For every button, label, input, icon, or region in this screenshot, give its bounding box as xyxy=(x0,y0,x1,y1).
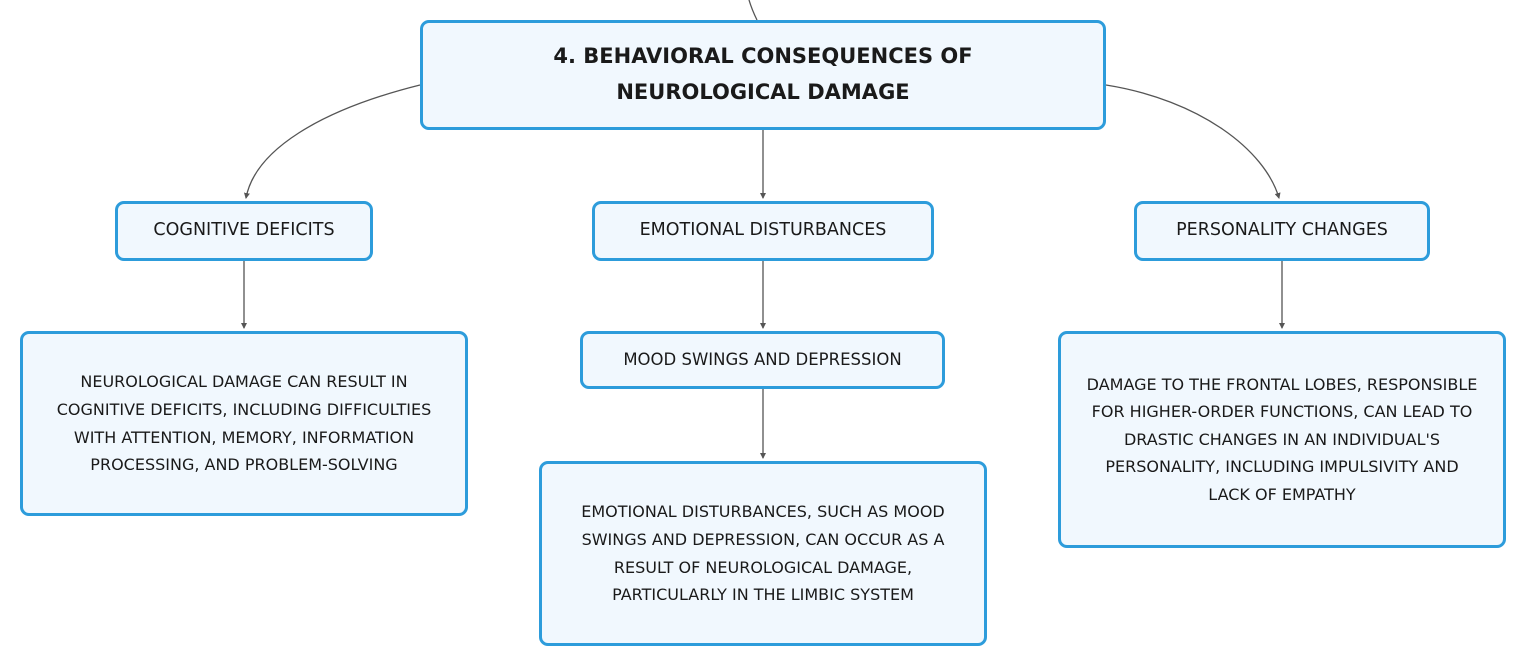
topic-node-emotional-disturbances[interactable]: EMOTIONAL DISTURBANCES xyxy=(592,201,934,261)
subtopic-node-mood-swings[interactable]: MOOD SWINGS AND DEPRESSION xyxy=(580,331,945,389)
topic-node-cognitive-deficits[interactable]: COGNITIVE DEFICITS xyxy=(115,201,373,261)
detail-text: EMOTIONAL DISTURBANCES, SUCH AS MOOD SWI… xyxy=(581,502,945,605)
detail-node-emotional-disturbances[interactable]: EMOTIONAL DISTURBANCES, SUCH AS MOOD SWI… xyxy=(539,461,987,646)
detail-node-cognitive-deficits[interactable]: NEUROLOGICAL DAMAGE CAN RESULT IN COGNIT… xyxy=(20,331,468,516)
connector-incoming xyxy=(748,0,758,21)
root-topic-node[interactable]: 4. BEHAVIORAL CONSEQUENCES OF NEUROLOGIC… xyxy=(420,20,1106,130)
topic-label: EMOTIONAL DISTURBANCES xyxy=(639,220,887,241)
connector-root-cognitive xyxy=(243,84,421,199)
detail-text: DAMAGE TO THE FRONTAL LOBES, RESPONSIBLE… xyxy=(1086,374,1478,504)
topic-label: PERSONALITY CHANGES xyxy=(1176,220,1388,241)
detail-text: NEUROLOGICAL DAMAGE CAN RESULT IN COGNIT… xyxy=(56,372,432,475)
topic-node-personality-changes[interactable]: PERSONALITY CHANGES xyxy=(1134,201,1430,261)
detail-node-personality-changes[interactable]: DAMAGE TO THE FRONTAL LOBES, RESPONSIBLE… xyxy=(1058,331,1506,548)
subtopic-label: MOOD SWINGS AND DEPRESSION xyxy=(623,350,902,370)
root-topic-title: 4. BEHAVIORAL CONSEQUENCES OF NEUROLOGIC… xyxy=(553,44,973,104)
topic-label: COGNITIVE DEFICITS xyxy=(153,220,335,241)
connector-root-personality xyxy=(1105,84,1281,199)
